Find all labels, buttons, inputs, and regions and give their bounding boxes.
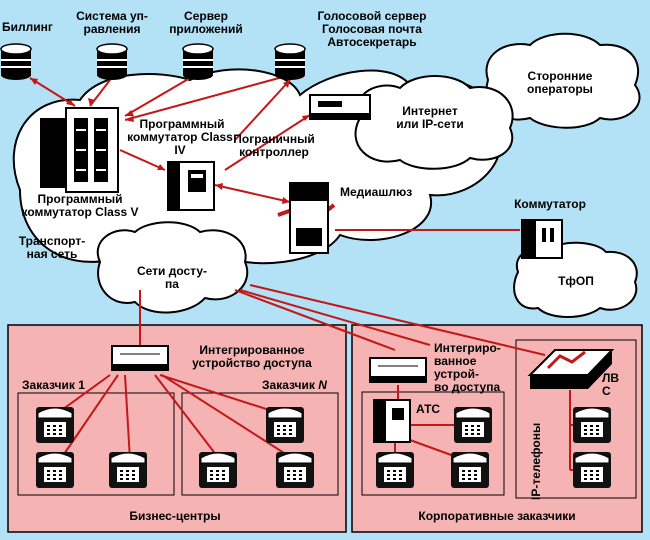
label-iad-2: устройство доступа	[192, 356, 312, 370]
network-links	[29, 74, 590, 471]
label-pbx: АТС	[416, 402, 440, 416]
label-border-2: контроллер	[239, 145, 309, 159]
label-customer-n: Заказчик N	[262, 378, 327, 392]
application-server	[182, 43, 214, 81]
label-customer-n-italic: N	[318, 378, 327, 392]
label-softswitch4-1: Программный	[140, 117, 225, 131]
label-access-1: Сети досту-	[137, 264, 207, 278]
label-billing: Биллинг	[2, 20, 53, 34]
label-switch: Коммутатор	[514, 197, 586, 211]
label-customer-n-prefix: Заказчик	[262, 378, 318, 392]
label-operators-1: Сторонние	[528, 69, 593, 83]
label-iad2-4: во доступа	[434, 380, 500, 394]
label-mgmt-2: равления	[84, 22, 141, 36]
label-operators-2: операторы	[527, 82, 593, 96]
label-app-2: приложений	[169, 22, 243, 36]
pbx	[373, 399, 411, 443]
billing-server	[0, 43, 32, 81]
phone-icon	[375, 451, 415, 489]
label-lan-2: С	[602, 384, 611, 398]
internet-cloud	[354, 75, 514, 170]
phone-icon	[198, 451, 238, 489]
softswitch-class-v	[40, 107, 119, 193]
label-transport-1: Транспорт-	[19, 234, 85, 248]
media-gateway	[289, 182, 329, 254]
pstn-switch	[521, 219, 563, 259]
label-softswitch4-2: коммутатор Class	[127, 130, 233, 144]
label-customer-1: Заказчик 1	[22, 378, 85, 392]
integrated-access-device	[111, 345, 169, 371]
label-lan-1: ЛВ	[602, 371, 619, 385]
label-ipphones: IP-телефоны	[529, 423, 543, 500]
label-mgmt-1: Система уп-	[76, 9, 148, 23]
label-voice-1: Голосовой сервер	[317, 9, 426, 23]
label-border-1: Пограничный	[233, 132, 314, 146]
label-mediagw: Медиашлюз	[340, 185, 412, 199]
label-app-1: Сервер	[184, 9, 228, 23]
label-business: Бизнес-центры	[129, 509, 220, 523]
phone-icon	[108, 451, 148, 489]
label-transport-2: ная сеть	[27, 247, 78, 261]
label-pstn: ТфОП	[558, 274, 594, 288]
phone-icon	[572, 406, 612, 444]
phone-icon	[450, 451, 490, 489]
phone-icon	[275, 451, 315, 489]
label-corporate: Корпоративные заказчики	[418, 509, 575, 523]
lan-switch	[527, 349, 615, 389]
label-softswitch4-3: IV	[174, 143, 185, 157]
softswitch-class-iv	[167, 161, 215, 211]
labels: Биллинг Система уп- равления Сервер прил…	[2, 9, 619, 523]
link-arrowheads	[30, 78, 310, 204]
label-softswitch5-1: Программный	[38, 192, 123, 206]
phone-icon	[35, 406, 75, 444]
phone-icon	[265, 406, 305, 444]
phone-icon	[35, 451, 75, 489]
corporate-access-device	[369, 357, 427, 383]
label-access-2: па	[165, 277, 179, 291]
label-iad-1: Интегрированное	[199, 343, 305, 357]
label-iad2-3: устрой-	[434, 367, 479, 381]
label-internet-1: Интернет	[402, 104, 458, 118]
label-voice-2: Голосовая почта	[322, 22, 422, 36]
access-networks-cloud	[96, 221, 249, 314]
management-system-server	[96, 43, 128, 81]
border-controller	[309, 94, 371, 120]
label-voice-3: Автосекретарь	[327, 35, 416, 49]
label-iad2-2: ванное	[434, 354, 477, 368]
voice-server	[274, 43, 306, 81]
third-party-operators-cloud	[485, 32, 641, 129]
label-softswitch5-2: коммутатор Class V	[21, 205, 138, 219]
label-iad2-1: Интегриро-	[434, 341, 501, 355]
phone-icon	[572, 451, 612, 489]
label-internet-2: или IP-сети	[396, 117, 464, 131]
phone-icon	[453, 406, 493, 444]
